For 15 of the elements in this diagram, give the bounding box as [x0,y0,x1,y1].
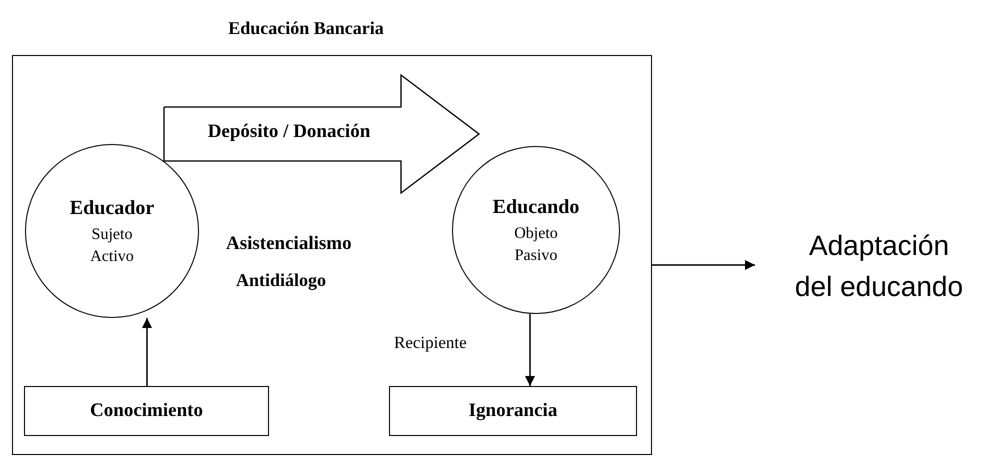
circle-title: Educador [70,196,154,221]
outcome-text: Adaptación del educando [794,229,964,304]
box-text: Conocimiento [90,400,203,422]
circle-title: Educando [492,194,580,220]
process-box [24,386,269,436]
arrow [652,260,755,270]
diagram-label: Antidiálogo [236,270,326,291]
process-box [389,386,637,436]
circle-subtitle: Objeto Pasivo [513,224,559,266]
frame-title: Educación Bancaria [227,18,385,39]
diagram-label: Asistencialismo [226,233,352,255]
circle-subtitle: Sujeto Activo [89,224,135,266]
arrow [525,314,535,386]
arrow [142,318,152,386]
box-text: Ignorancia [468,400,558,422]
